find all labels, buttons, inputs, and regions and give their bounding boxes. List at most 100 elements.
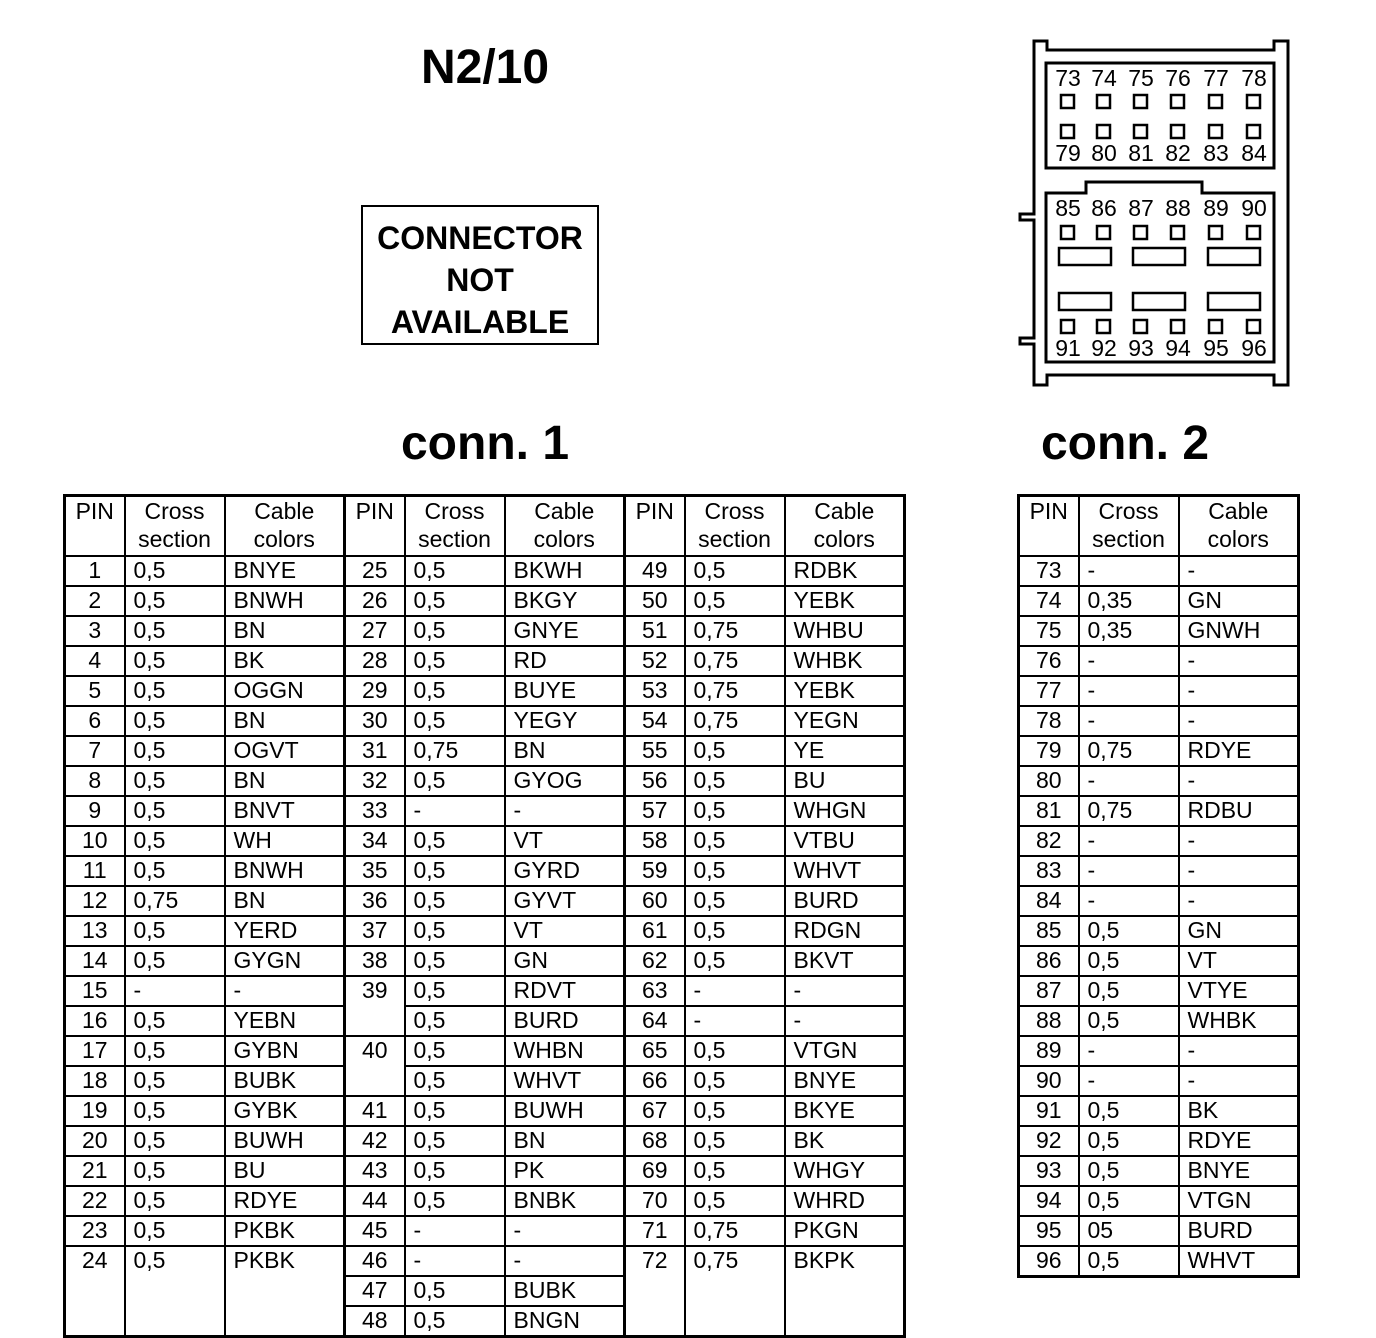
- pin-cell: 76: [1017, 645, 1080, 677]
- cross-section-cell: 0,5: [403, 1155, 506, 1187]
- cable-color-cell: BUBK: [503, 1275, 626, 1307]
- cable-color-cell: BN: [223, 615, 346, 647]
- cable-color-cell: VTGN: [783, 1035, 906, 1067]
- pin-cell: 9: [63, 795, 126, 827]
- diagram-pin-number: 85: [1055, 195, 1081, 221]
- pin-cell: 85: [1017, 915, 1080, 947]
- pin-slot: [1131, 246, 1187, 267]
- pin-socket: [1207, 123, 1224, 140]
- cable-color-cell: -: [783, 975, 906, 1007]
- pin-socket: [1169, 318, 1186, 335]
- diagram-pin-number: 95: [1203, 335, 1229, 361]
- cable-color-cell: -: [1177, 1035, 1300, 1067]
- cable-color-cell: WHVT: [503, 1065, 626, 1097]
- pin-cell: 7: [63, 735, 126, 767]
- pin-cell: 51: [623, 615, 686, 647]
- table-row: 84--: [1017, 885, 1300, 917]
- diagram-pin-number: 90: [1241, 195, 1267, 221]
- cross-section-cell: 0,5: [123, 1155, 226, 1187]
- pin-cell: 13: [63, 915, 126, 947]
- cross-section-cell: 0,5: [123, 615, 226, 647]
- cross-section-cell: -: [1077, 1065, 1180, 1097]
- cross-section-cell: 0,5: [123, 1245, 226, 1338]
- cable-color-cell: GYBK: [223, 1095, 346, 1127]
- table-row: 78--: [1017, 705, 1300, 737]
- pin-cell: 55: [623, 735, 686, 767]
- pin-socket: [1245, 123, 1262, 140]
- cable-color-cell: BUYE: [503, 675, 626, 707]
- cross-section-cell: 0,5: [123, 825, 226, 857]
- pin-cell: 71: [623, 1215, 686, 1247]
- table-row: 82--: [1017, 825, 1300, 857]
- pin-cell: 93: [1017, 1155, 1080, 1187]
- cross-section-cell: 0,5: [1077, 1245, 1180, 1278]
- diagram-pin-number: 79: [1055, 140, 1081, 166]
- cable-color-cell: BUBK: [223, 1065, 346, 1097]
- pin-cell: 8: [63, 765, 126, 797]
- pin-slot: [1057, 291, 1113, 312]
- cross-section-cell: 0,5: [123, 555, 226, 587]
- pin-cell: 36: [343, 885, 406, 917]
- cross-section-cell: 0,5: [123, 765, 226, 797]
- pin-cell: 38: [343, 945, 406, 977]
- cable-color-cell: BKVT: [783, 945, 906, 977]
- pin-socket: [1245, 318, 1262, 335]
- cable-color-cell: VTYE: [1177, 975, 1300, 1007]
- cross-section-cell: 0,75: [683, 1215, 786, 1247]
- pin-socket: [1059, 123, 1076, 140]
- cross-section-cell: 0,5: [683, 555, 786, 587]
- cable-color-cell: RDBU: [1177, 795, 1300, 827]
- cross-section-cell: 0,5: [403, 915, 506, 947]
- pin-cell: 61: [623, 915, 686, 947]
- connector-not-available-box: CONNECTOR NOT AVAILABLE: [361, 205, 599, 345]
- cross-section-cell: 0,75: [683, 615, 786, 647]
- pin-socket: [1207, 318, 1224, 335]
- pin-cell: 35: [343, 855, 406, 887]
- cable-color-cell: WHVT: [1177, 1245, 1300, 1278]
- cross-section-cell: 0,5: [1077, 1185, 1180, 1217]
- cable-color-cell: -: [1177, 855, 1300, 887]
- diagram-pin-number: 86: [1091, 195, 1117, 221]
- diagram-pin-number: 77: [1203, 65, 1229, 91]
- pin-cell: 2: [63, 585, 126, 617]
- cable-color-cell: -: [1177, 885, 1300, 917]
- not-available-line: AVAILABLE: [390, 304, 570, 340]
- table-row: 73--: [1017, 555, 1300, 587]
- cable-color-cell: BN: [503, 735, 626, 767]
- cross-section-cell: 0,5: [403, 555, 506, 587]
- pin-cell: 80: [1017, 765, 1080, 797]
- pin-slot: [1206, 246, 1262, 267]
- pin-cell: 59: [623, 855, 686, 887]
- pin-header: PIN: [1017, 494, 1080, 557]
- cross-section-cell: 0,5: [123, 1125, 226, 1157]
- pin-cell: 63: [623, 975, 686, 1007]
- cross-section-cell: 0,5: [123, 1095, 226, 1127]
- cross-section-cell: 0,5: [403, 1035, 506, 1067]
- cross-section-cell: 0,5: [683, 855, 786, 887]
- pin-cell: 37: [343, 915, 406, 947]
- pin-cell: 27: [343, 615, 406, 647]
- pin-cell: 89: [1017, 1035, 1080, 1067]
- pin-socket: [1207, 224, 1224, 241]
- cross-section-cell: 0,5: [1077, 1155, 1180, 1187]
- cable-color-cell: WHRD: [783, 1185, 906, 1217]
- pin-cell: 32: [343, 765, 406, 797]
- cross-section-cell: 0,35: [1077, 615, 1180, 647]
- cable-color-cell: YEGN: [783, 705, 906, 737]
- cross-section-cell: -: [1077, 645, 1180, 677]
- cable-color-cell: -: [1177, 645, 1300, 677]
- cable-color-cell: BK: [1177, 1095, 1300, 1127]
